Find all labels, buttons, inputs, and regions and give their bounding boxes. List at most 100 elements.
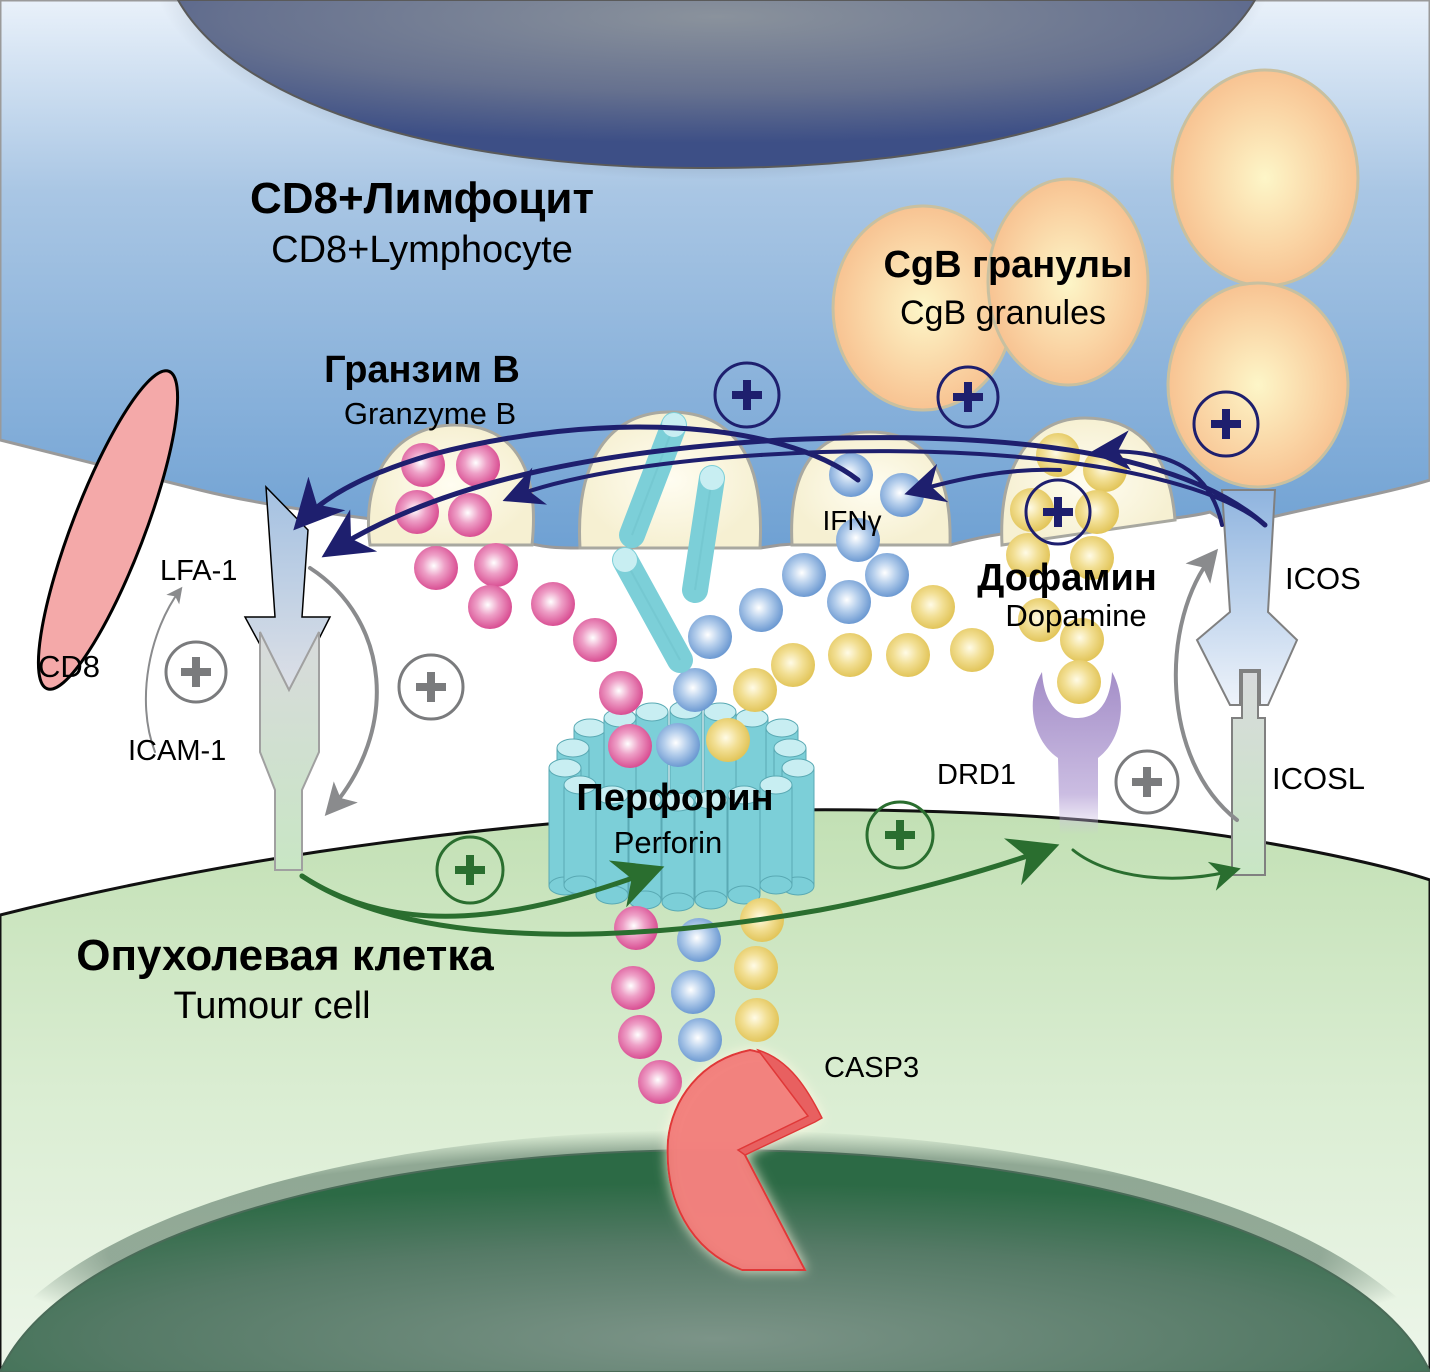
- perforin-rod: [612, 547, 693, 673]
- dopamine-molecule: [1018, 598, 1062, 642]
- drd1-to-icosl-arrow: [1071, 848, 1241, 891]
- icos-to-dopamine-arrow: [1090, 430, 1224, 527]
- plus-navy-4: [1024, 478, 1092, 546]
- green-signal-arrows: [299, 838, 1241, 937]
- lymphocyte-nucleus: [176, 0, 1257, 170]
- ifng-to-lfa1-arrow: [293, 424, 861, 531]
- perforin-monomers: [612, 412, 725, 673]
- dopamine-molecule: [1075, 490, 1119, 534]
- ifng-molecule: [782, 553, 826, 597]
- ifng-molecule: [836, 518, 880, 562]
- dopamine-label-ru: Дофамин: [977, 557, 1157, 599]
- perforin-label-en: Perforin: [614, 825, 723, 860]
- ifng-molecule: [688, 615, 732, 659]
- perforin-subunit: [563, 775, 597, 895]
- tumour-label-en: Tumour cell: [173, 985, 370, 1027]
- granzyme-molecules: [395, 443, 682, 1104]
- plus-grey-1: [164, 640, 228, 704]
- icam1-label: ICAM-1: [128, 735, 226, 767]
- granzyme-molecule: [618, 1015, 662, 1059]
- lfa1-label: LFA-1: [160, 555, 237, 587]
- ifng-molecule: [827, 580, 871, 624]
- ifng-molecule: [678, 1018, 722, 1062]
- cgb-granule: [1166, 281, 1350, 489]
- icos-receptor: [1195, 489, 1299, 706]
- granzyme-molecule: [638, 1060, 682, 1104]
- casp3-label: CASP3: [824, 1052, 919, 1084]
- granzyme-molecule: [573, 618, 617, 662]
- dopamine-molecule: [886, 633, 930, 677]
- dopamine-molecule: [1057, 660, 1101, 704]
- granzyme-molecule: [456, 443, 500, 487]
- icos-to-lfa1-arrow: [321, 435, 1268, 558]
- icam1-to-drd1-arrow: [299, 838, 1060, 937]
- cgb-granule: [1170, 68, 1360, 288]
- cd8-molecule: [36, 369, 180, 691]
- ifng-molecule: [656, 723, 700, 767]
- perforin-subunit: [661, 792, 695, 912]
- lymphocyte-label-en: CD8+Lymphocyte: [271, 229, 573, 271]
- perforin-rod: [682, 465, 725, 603]
- dopamine-molecule: [733, 668, 777, 712]
- lfa1-to-icam1-arrow: [308, 566, 379, 817]
- perforin-rod: [619, 412, 687, 548]
- dopamine-label-en: Dopamine: [1005, 598, 1146, 633]
- granzyme-molecule: [614, 906, 658, 950]
- cgb-granule: [986, 177, 1150, 387]
- dopamine-molecule: [1060, 618, 1104, 662]
- perforin-subunit: [694, 790, 728, 910]
- granzyme-molecule: [414, 546, 458, 590]
- granzyme-molecule: [531, 582, 575, 626]
- dopamine-molecule: [706, 718, 750, 762]
- granzyme-molecule: [611, 966, 655, 1010]
- granzyme-molecule: [474, 543, 518, 587]
- ifng-molecule: [865, 553, 909, 597]
- lymphocyte-label-ru: CD8+Лимфоцит: [250, 174, 594, 223]
- dopamine-to-ifng-arrow: [904, 463, 1062, 503]
- lymphocyte-cytoplasm: [0, 0, 1430, 550]
- granzyme-molecule: [599, 671, 643, 715]
- dopamine-molecule: [735, 998, 779, 1042]
- granzyme-label-ru: Гранзим B: [324, 349, 520, 391]
- casp3-enzyme: [666, 1048, 823, 1271]
- dopamine-molecule: [911, 585, 955, 629]
- dopamine-molecule: [771, 643, 815, 687]
- cgb-label-ru: CgB гранулы: [883, 244, 1132, 286]
- plus-navy-2: [936, 365, 1000, 429]
- ifng-molecule: [739, 588, 783, 632]
- dopamine-molecule: [734, 946, 778, 990]
- grey-signal-arrows: [144, 548, 1239, 822]
- dopamine-molecules: [706, 433, 1127, 1042]
- cgb-label-en: CgB granules: [900, 294, 1106, 332]
- drd1-receptor: [1032, 672, 1121, 835]
- icam1-to-lfa1-arrow: [144, 586, 183, 753]
- dopamine-molecule: [1010, 488, 1054, 532]
- plus-green-1: [435, 835, 505, 905]
- plus-navy-3: [1192, 390, 1260, 458]
- ifng-molecule: [880, 473, 924, 517]
- perforin-label-ru: Перфорин: [576, 777, 773, 819]
- perforin-subunit: [759, 775, 793, 895]
- icosl-ligand: [1231, 671, 1266, 876]
- icos-to-granzyme-arrow: [502, 449, 1267, 527]
- plus-green-2: [865, 800, 935, 870]
- icam1-ligand: [259, 631, 320, 871]
- granzyme-molecule: [401, 443, 445, 487]
- drd1-label: DRD1: [937, 759, 1016, 791]
- granzyme-label-en: Granzyme B: [344, 396, 516, 431]
- ifng-molecule: [671, 970, 715, 1014]
- dopamine-molecule: [1070, 536, 1114, 580]
- icosl-label: ICOSL: [1272, 761, 1365, 796]
- cd8-label: CD8: [38, 649, 100, 684]
- plus-grey-3: [1114, 749, 1180, 815]
- plus-navy-1: [713, 361, 781, 429]
- ifng-label: IFNγ: [822, 505, 881, 536]
- granzyme-molecule: [608, 724, 652, 768]
- tumour-label-ru: Опухолевая клетка: [76, 931, 494, 980]
- granzyme-molecule: [448, 493, 492, 537]
- icosl-to-icos-arrow: [1173, 548, 1239, 822]
- cgb-granules: [831, 68, 1360, 489]
